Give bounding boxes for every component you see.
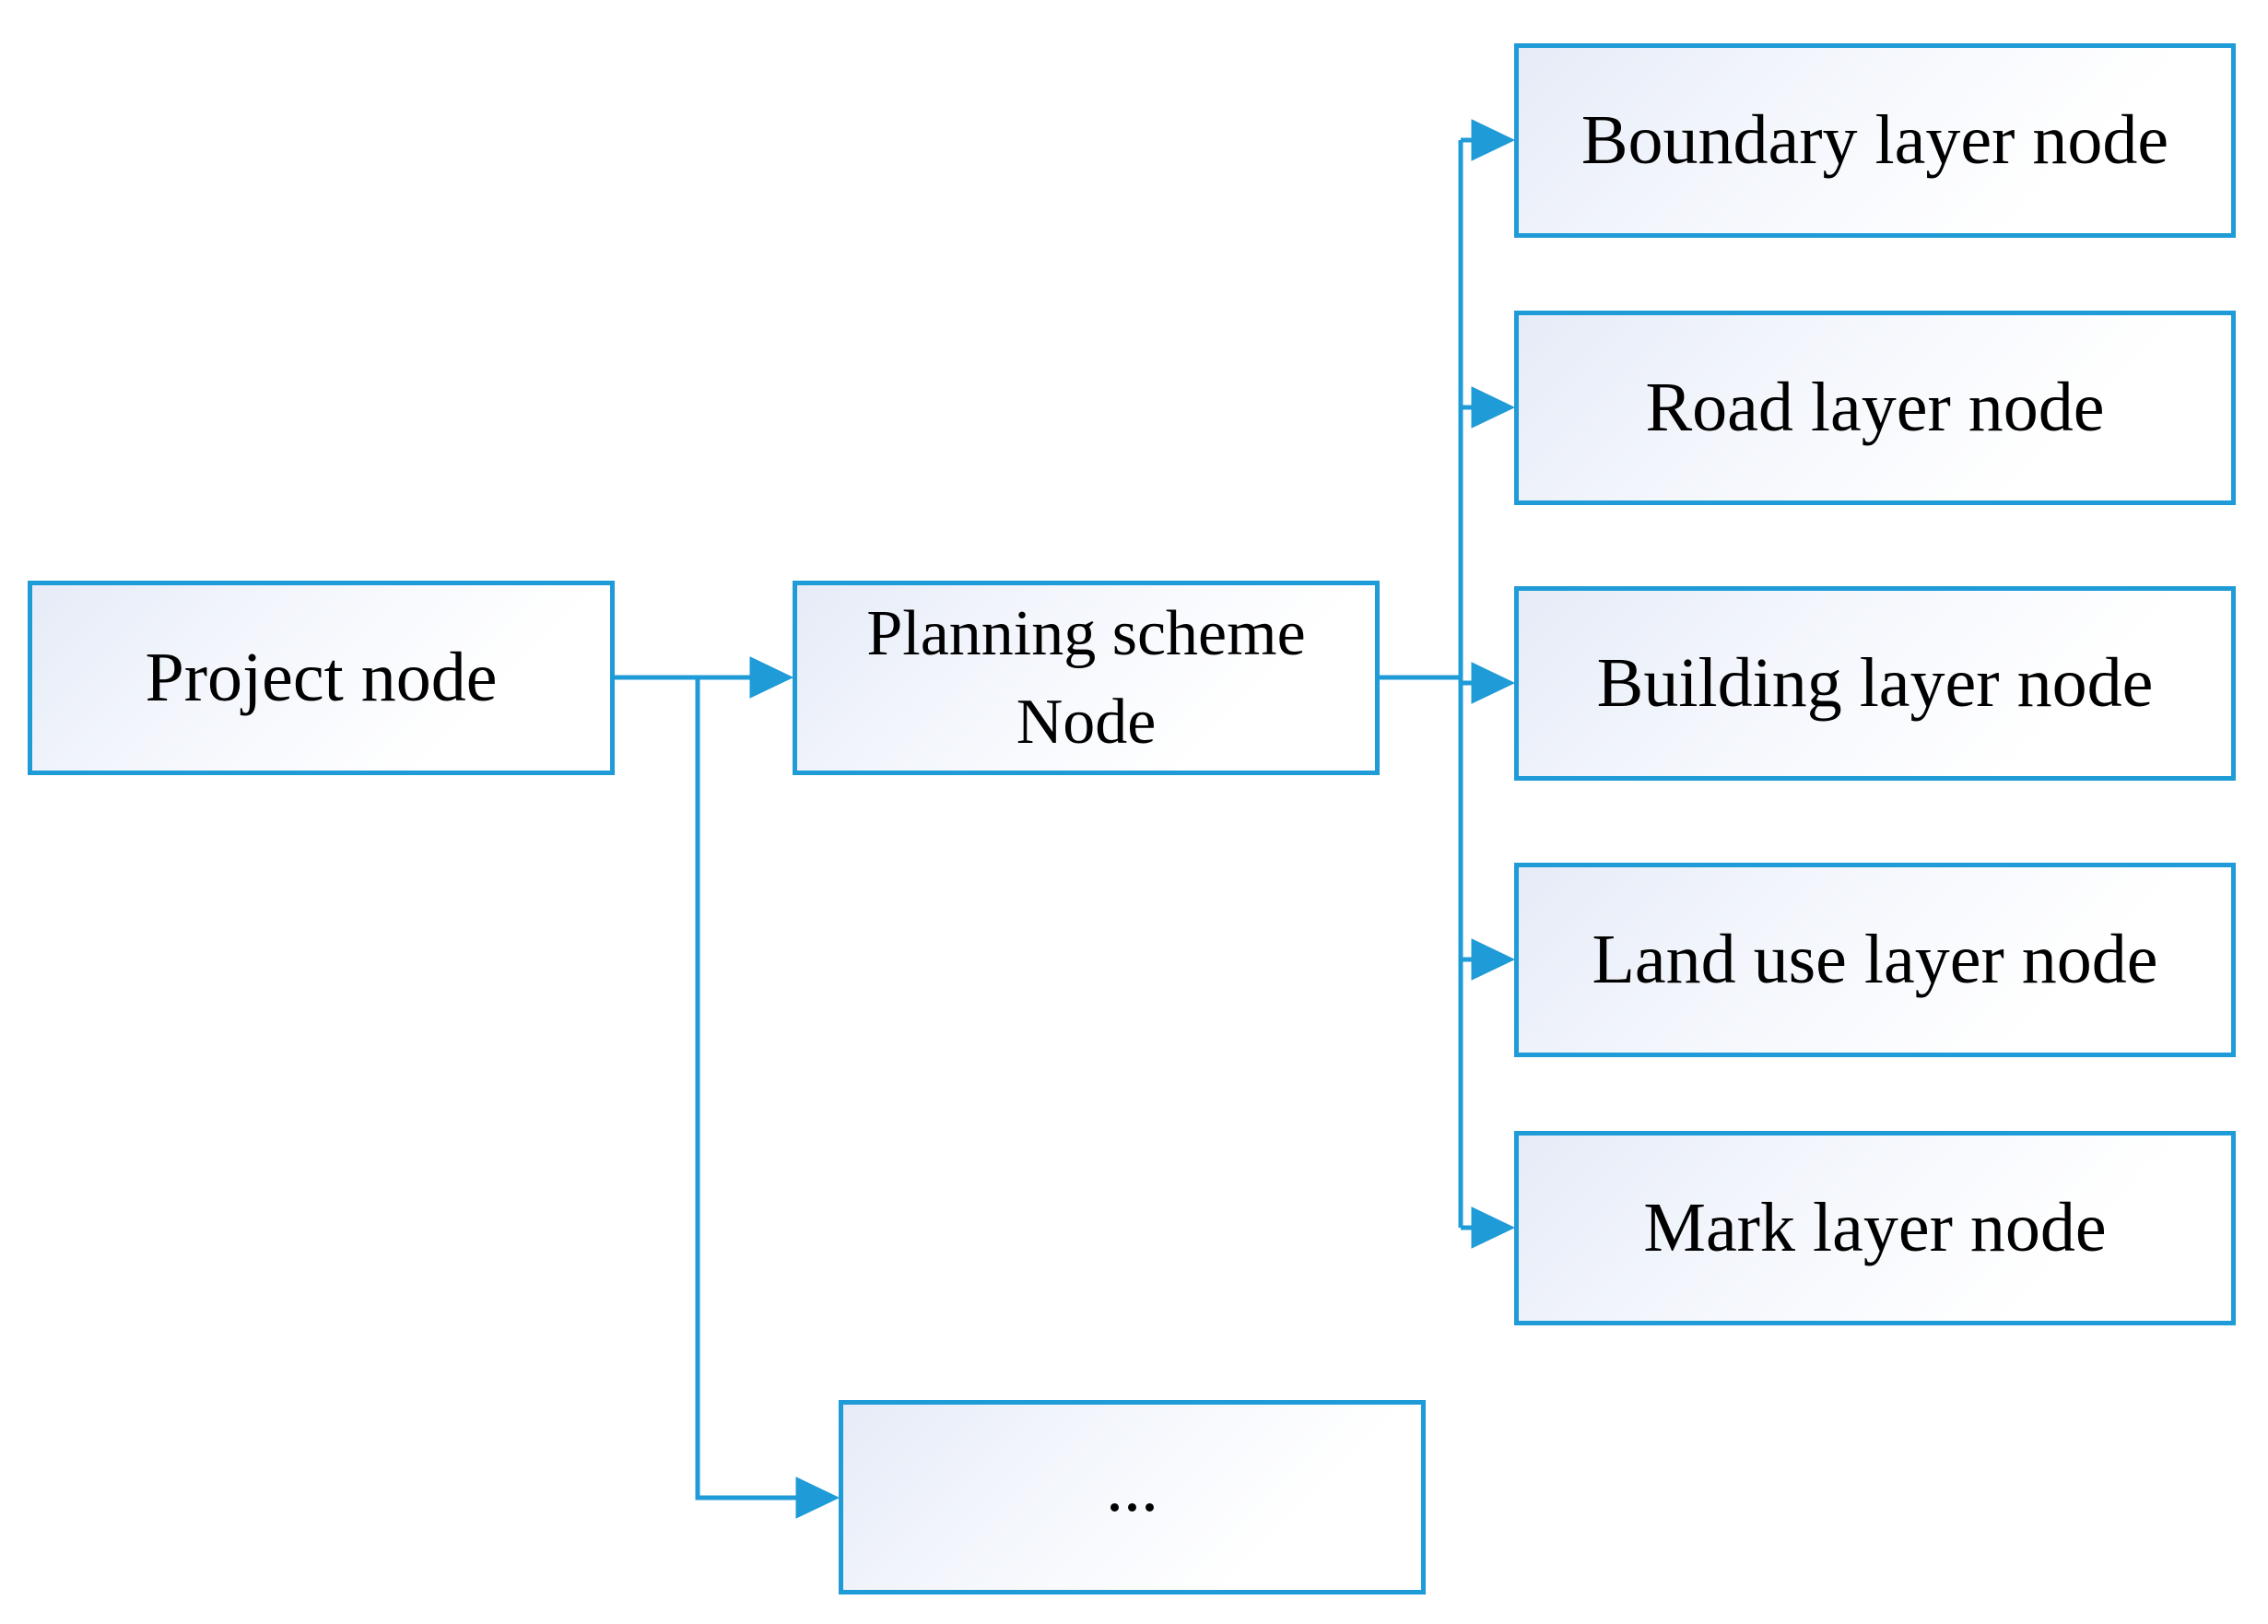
boundary-layer-node-label: Boundary layer node — [1581, 101, 2169, 179]
road-layer-node-box: Road layer node — [1514, 311, 2236, 505]
building-layer-node-label: Building layer node — [1596, 644, 2154, 722]
edge-project-to-ellipsis — [695, 677, 797, 1500]
land-use-layer-node-box: Land use layer node — [1514, 863, 2236, 1057]
mark-layer-node-box: Mark layer node — [1514, 1131, 2236, 1325]
project-node-label: Project node — [145, 639, 498, 716]
arrowhead-building — [1471, 662, 1516, 704]
arrowhead-mark — [1471, 1206, 1516, 1249]
road-layer-node-label: Road layer node — [1645, 369, 2105, 446]
arrowhead-land-use — [1471, 938, 1516, 981]
arrowhead-boundary — [1471, 119, 1516, 161]
arrowhead-planning — [749, 656, 794, 699]
arrowhead-ellipsis — [795, 1477, 840, 1519]
planning-scheme-node-box: Planning scheme Node — [793, 581, 1380, 775]
arrowhead-road — [1471, 386, 1516, 429]
mark-layer-node-label: Mark layer node — [1643, 1189, 2107, 1266]
land-use-layer-node-label: Land use layer node — [1592, 921, 2158, 998]
ellipsis-node-label: ... — [1106, 1449, 1158, 1526]
ellipsis-node-box: ... — [839, 1400, 1426, 1595]
planning-scheme-label-line1: Planning scheme — [866, 598, 1306, 670]
building-layer-node-box: Building layer node — [1514, 586, 2236, 781]
planning-scheme-label-line2: Node — [1016, 686, 1157, 758]
project-node-box: Project node — [28, 581, 615, 775]
boundary-layer-node-box: Boundary layer node — [1514, 43, 2236, 238]
